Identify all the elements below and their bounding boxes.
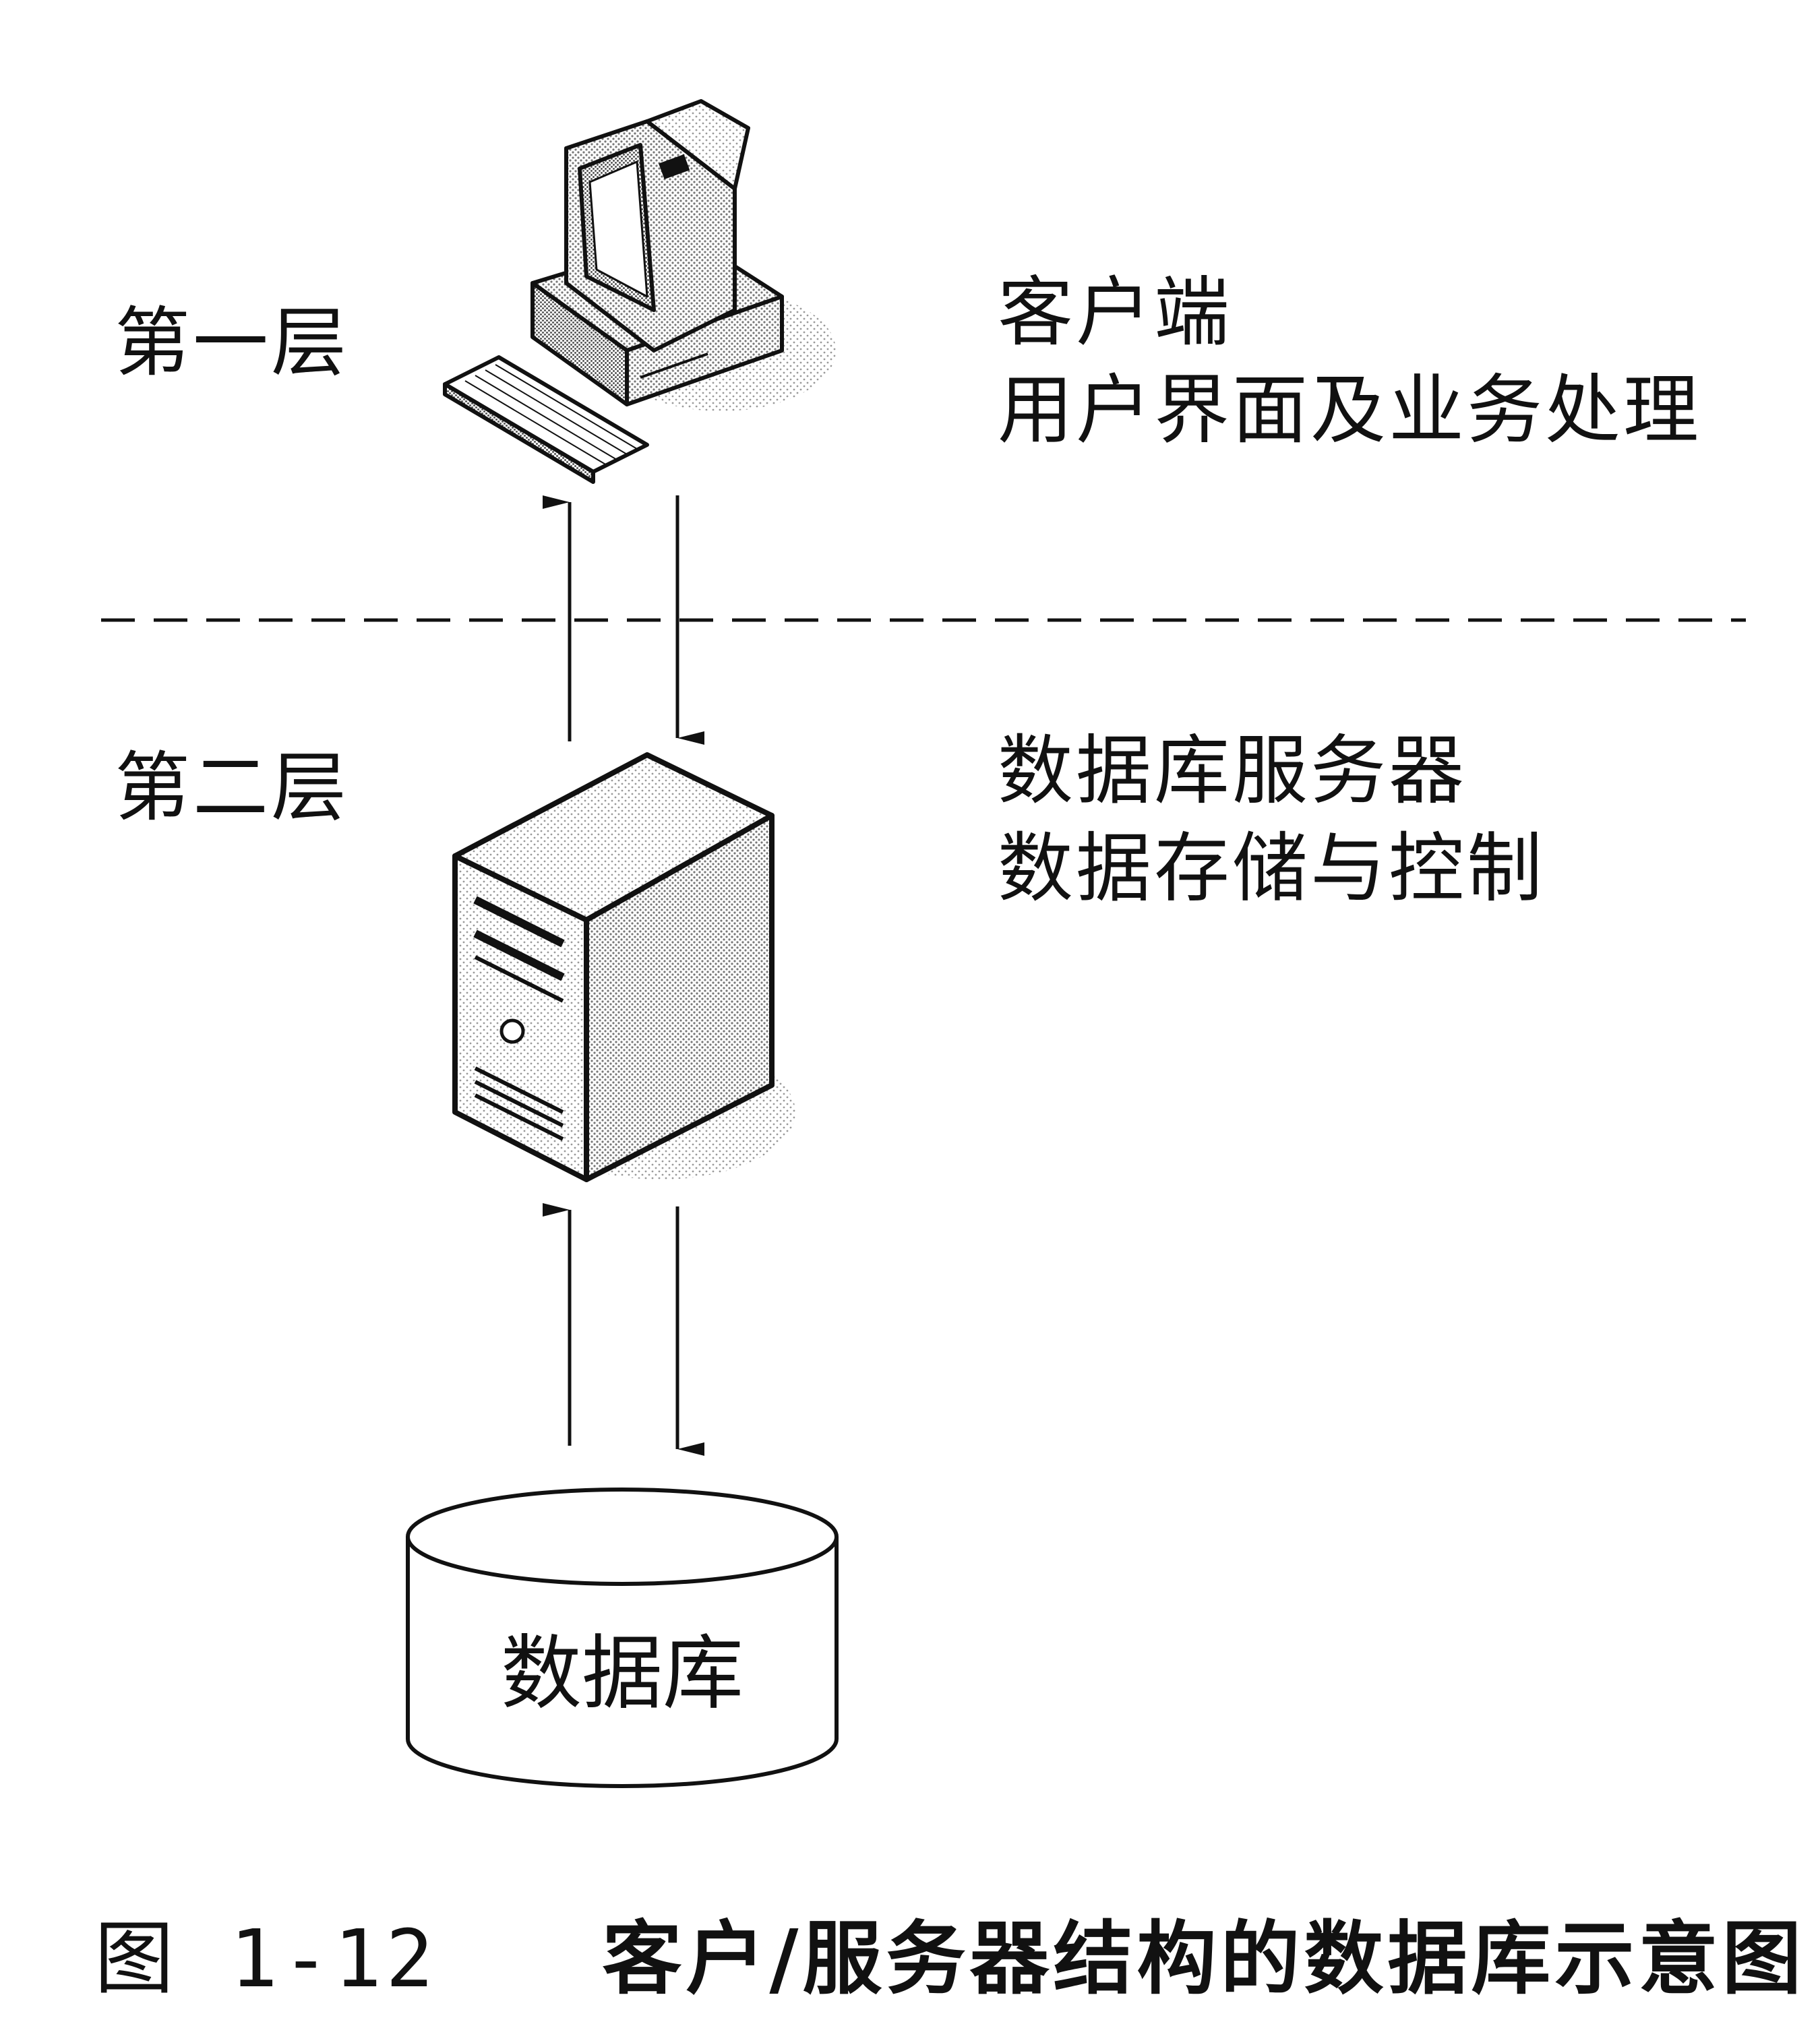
client-title: 客户端 (998, 269, 1232, 357)
tier-2-label: 第二层 (115, 744, 349, 832)
server-title: 数据库服务器 (998, 727, 1467, 815)
tier-1-label: 第一层 (115, 299, 349, 387)
server-subtitle: 数据存储与控制 (998, 825, 1545, 913)
tower-server-icon (452, 752, 795, 1182)
figure-title: 客户/服务器结构的数据库示意图 (602, 1911, 1806, 2005)
figure-number: 图 1-12 (94, 1912, 438, 2005)
desktop-computer-icon (443, 99, 836, 484)
client-subtitle: 用户界面及业务处理 (998, 367, 1701, 454)
figure-caption: 图 1-12 客户/服务器结构的数据库示意图 (94, 1894, 1806, 2009)
database-cylinder-icon (406, 1488, 839, 1788)
database-label: 数据库 (501, 1627, 744, 1721)
